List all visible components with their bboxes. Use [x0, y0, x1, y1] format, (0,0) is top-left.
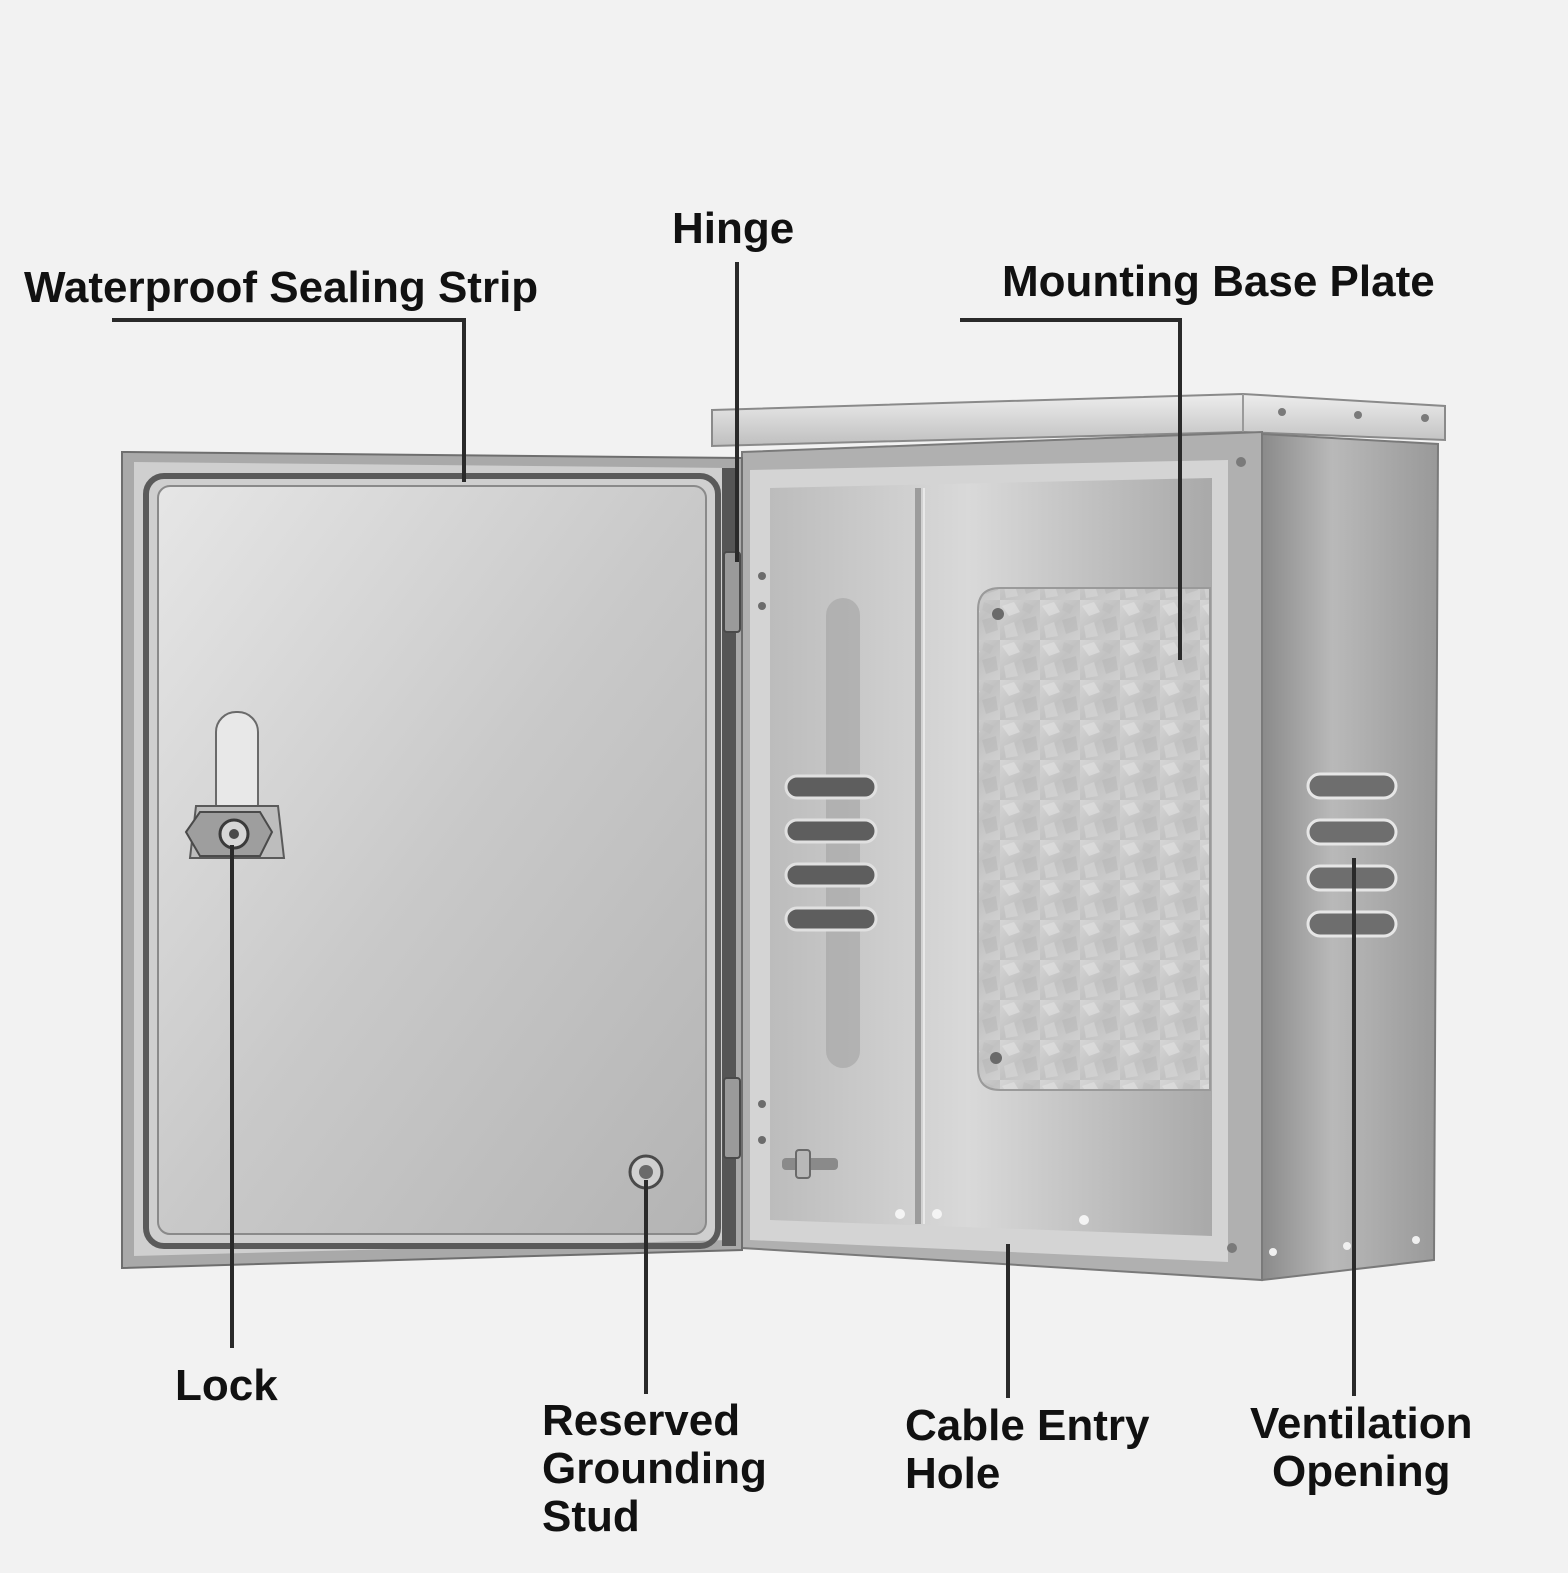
label-cable-entry-hole: Cable Entry Hole: [905, 1402, 1150, 1498]
label-waterproof-sealing-strip: Waterproof Sealing Strip: [24, 263, 539, 312]
label-line: Opening: [1272, 1447, 1451, 1496]
label-reserved-grounding-stud: Reserved Grounding Stud: [542, 1397, 767, 1541]
lock: [184, 711, 286, 859]
label-ventilation-opening: Ventilation Opening: [1250, 1400, 1472, 1496]
label-hinge: Hinge: [672, 204, 795, 253]
label-line: Cable Entry: [905, 1401, 1150, 1450]
leader-line-sealing-strip: [112, 318, 466, 482]
label-line: Stud: [542, 1492, 640, 1541]
enclosure-side-wall: [1261, 432, 1440, 1282]
interior-ventilation-louvers: [784, 774, 878, 932]
leader-line-mounting-base-plate: [960, 318, 1182, 660]
label-line: Hole: [905, 1449, 1001, 1498]
enclosure-roof: [711, 392, 1446, 448]
label-line: Grounding: [542, 1444, 767, 1493]
door-hinge: [722, 468, 741, 1246]
mounting-base-plate: [977, 587, 1211, 1091]
label-mounting-base-plate: Mounting Base Plate: [1002, 257, 1435, 306]
label-line: Ventilation: [1250, 1399, 1473, 1448]
label-line: Reserved: [542, 1396, 741, 1445]
leader-lines: [112, 262, 1356, 1398]
label-lock: Lock: [175, 1361, 278, 1410]
interior-grounding-bolt: [782, 1149, 838, 1179]
enclosure-door: [121, 450, 743, 1270]
